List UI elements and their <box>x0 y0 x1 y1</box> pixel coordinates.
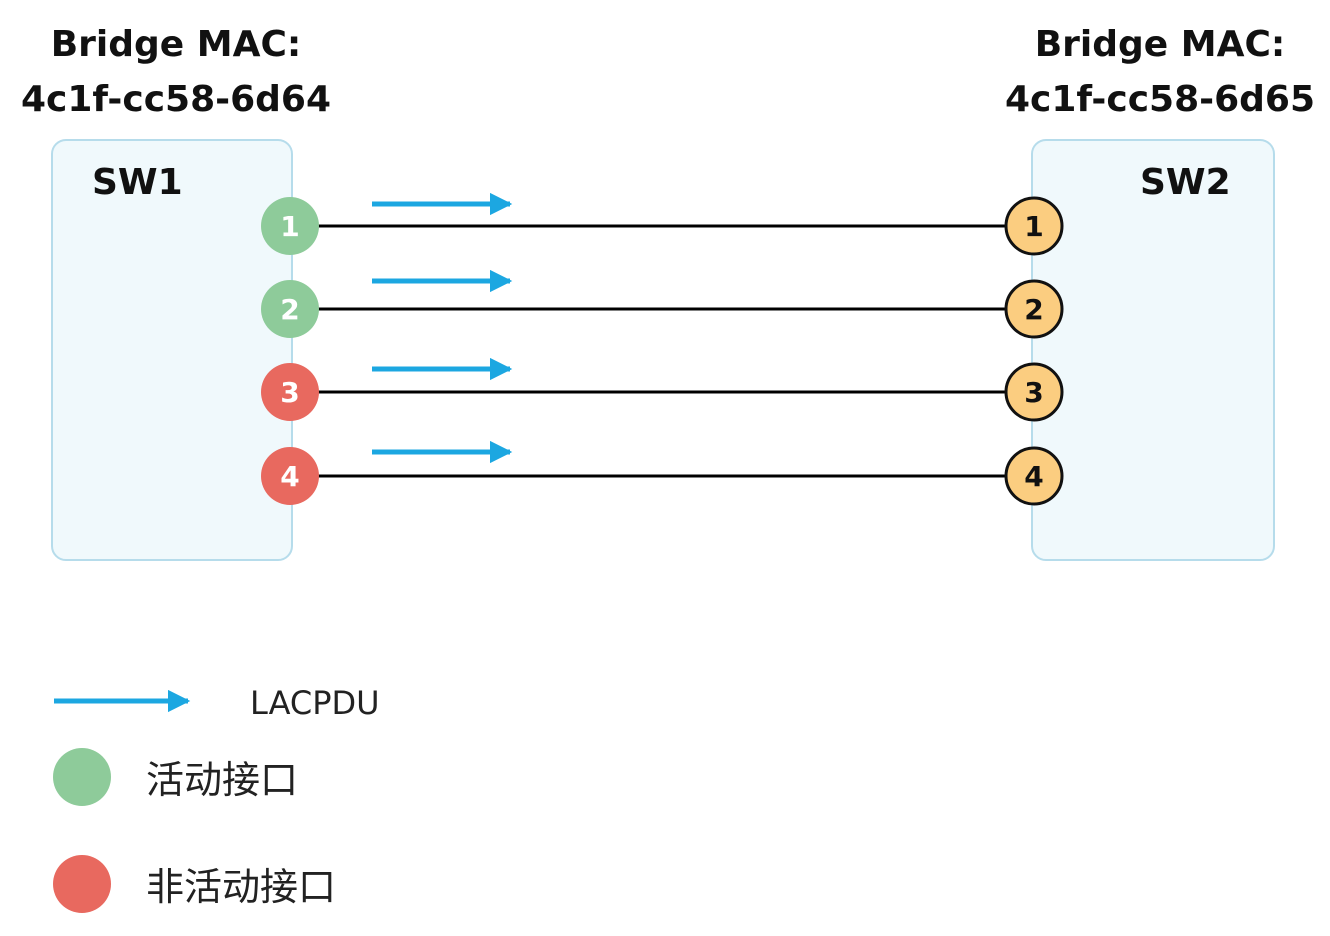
sw1-name: SW1 <box>92 162 183 203</box>
sw2-box <box>1031 139 1275 561</box>
legend-inactive-port-icon <box>53 855 111 913</box>
legend-active-label: 活动接口 <box>146 758 298 802</box>
sw2-port-3-label: 3 <box>1024 376 1043 409</box>
links <box>290 224 1034 478</box>
sw1-mac-value: 4c1f-cc58-6d64 <box>21 79 331 120</box>
sw1-port-2-active <box>261 280 319 338</box>
sw1-port-4-inactive <box>261 447 319 505</box>
sw1-port-2-label: 2 <box>280 293 299 326</box>
lacpdu-arrows <box>372 192 513 464</box>
legend-active-port-icon <box>53 748 111 806</box>
sw2-mac-value: 4c1f-cc58-6d65 <box>1005 79 1315 120</box>
sw1-port-3-inactive <box>261 363 319 421</box>
sw2-port-3 <box>1004 362 1064 422</box>
sw2-port-4-label: 4 <box>1024 460 1043 493</box>
sw2-port-1 <box>1004 196 1064 256</box>
legend-inactive-label: 非活动接口 <box>146 865 336 909</box>
sw2-port-4 <box>1004 446 1064 506</box>
sw1-mac-label: Bridge MAC: <box>51 24 302 65</box>
sw1-port-1-label: 1 <box>280 210 299 243</box>
sw1-port-1-active <box>261 197 319 255</box>
sw1-box <box>51 139 293 561</box>
sw1-port-4-label: 4 <box>280 460 299 493</box>
sw2-ports: 1 2 3 4 <box>1004 196 1064 506</box>
sw2-port-2-label: 2 <box>1024 293 1043 326</box>
sw1-ports: 1 2 3 4 <box>261 197 319 505</box>
sw2-name: SW2 <box>1140 162 1231 203</box>
sw2-port-2 <box>1004 279 1064 339</box>
legend-lacpdu-label: LACPDU <box>250 684 380 722</box>
sw2-port-1-label: 1 <box>1024 210 1043 243</box>
sw1-port-3-label: 3 <box>280 376 299 409</box>
legend: LACPDU 活动接口 非活动接口 <box>53 684 380 913</box>
sw2-mac-label: Bridge MAC: <box>1035 24 1286 65</box>
